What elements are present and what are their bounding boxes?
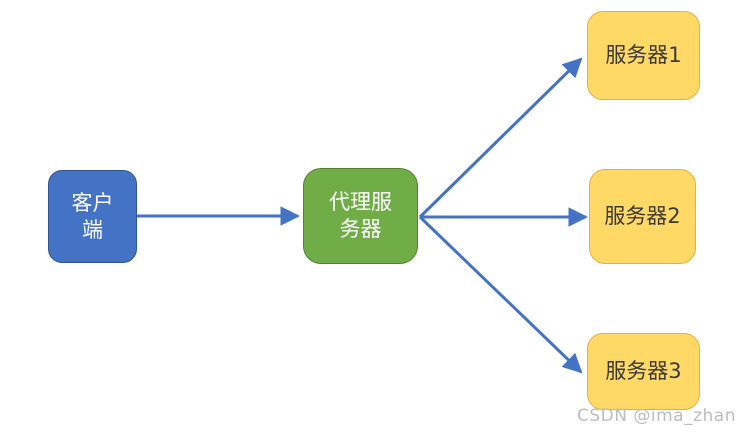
node-proxy-server-label: 代理服务器: [329, 190, 392, 241]
node-server-2: 服务器2: [589, 169, 696, 264]
node-server-1-label: 服务器1: [605, 43, 682, 67]
node-server-3: 服务器3: [587, 333, 700, 410]
node-client-label: 客户端: [71, 190, 114, 242]
arrow-proxy-to-server3: [418, 215, 583, 374]
node-proxy-server: 代理服务器: [303, 168, 418, 264]
node-client: 客户端: [48, 170, 137, 263]
csdn-watermark: CSDN @ima_zhan: [577, 406, 736, 426]
node-server-2-label: 服务器2: [604, 204, 681, 228]
node-server-3-label: 服务器3: [605, 359, 682, 383]
node-server-1: 服务器1: [587, 11, 700, 100]
arrow-proxy-to-server1: [418, 57, 583, 219]
